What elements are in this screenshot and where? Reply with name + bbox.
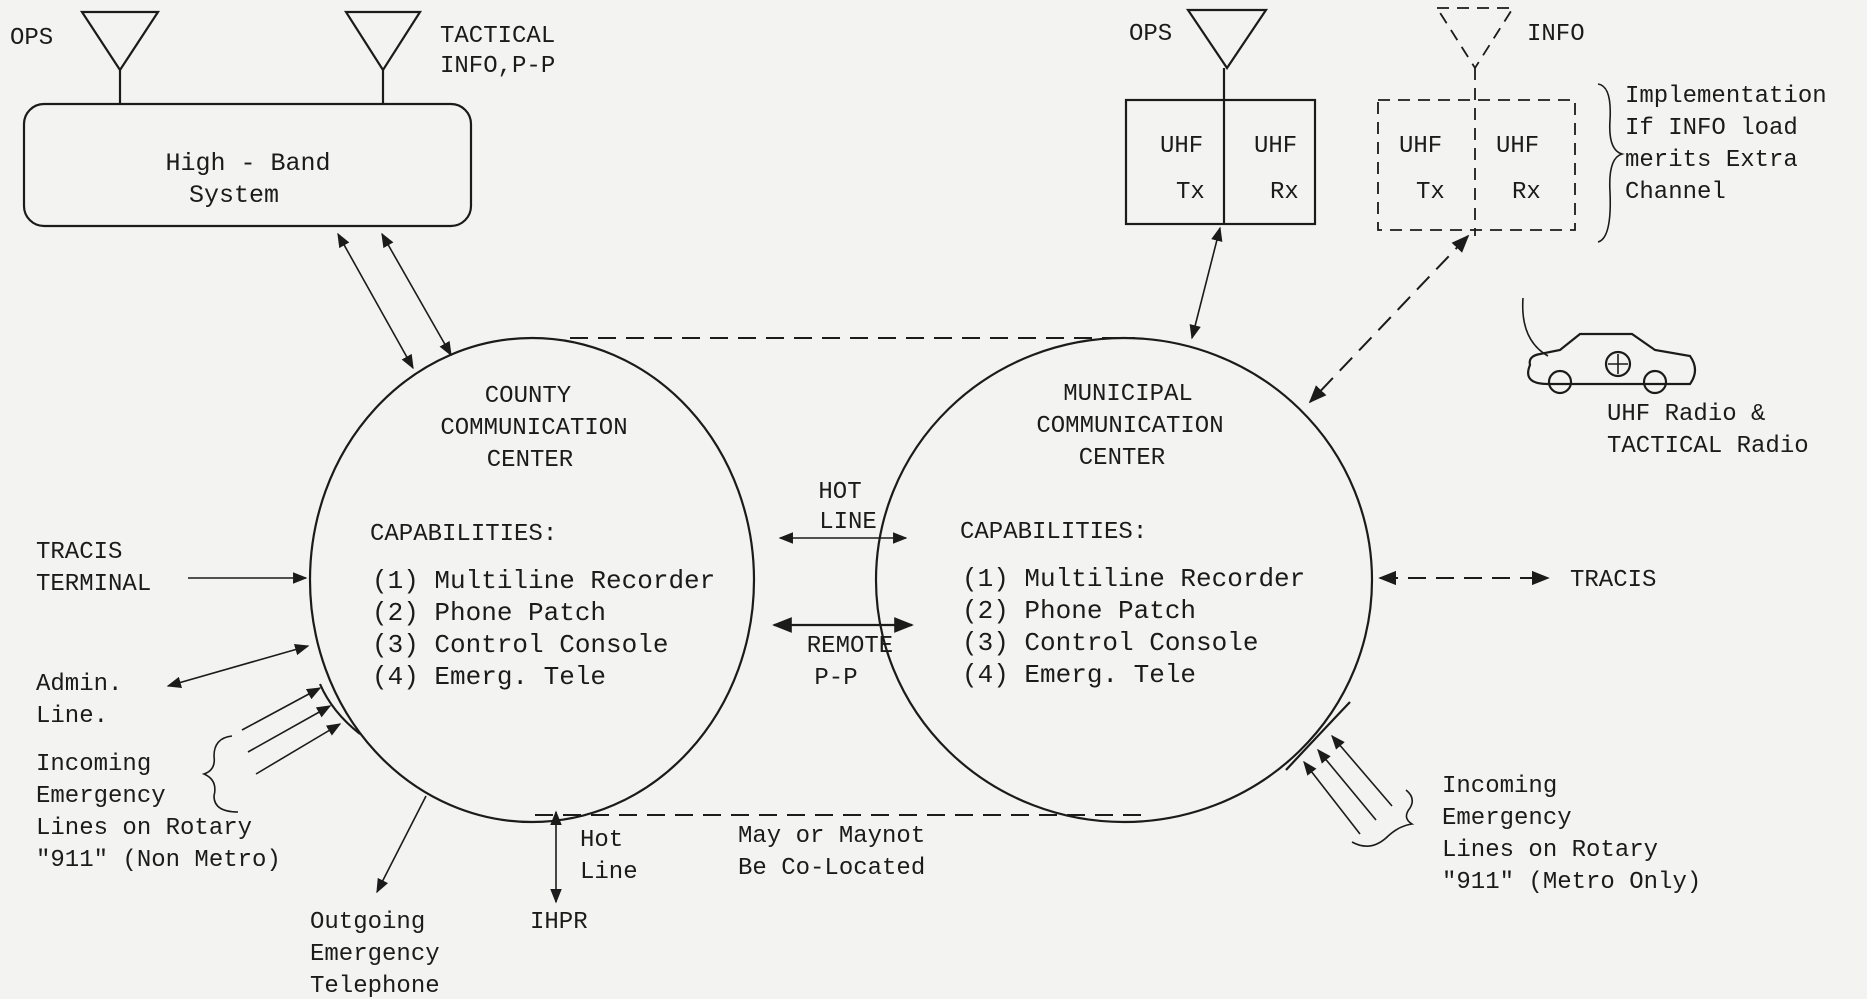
vehicle-icon — [1523, 298, 1695, 393]
county-incoming-line-2 — [248, 706, 330, 752]
remote-label-1: REMOTE — [807, 633, 893, 660]
uhf-optional-tx-line-1: UHF — [1399, 133, 1442, 160]
ops-antenna-left-label: OPS — [10, 25, 53, 52]
bottom-hot-line-label-2: Line — [580, 859, 638, 886]
optional-note-line-2: If INFO load — [1625, 115, 1798, 142]
tracis-terminal-label-2: TERMINAL — [36, 571, 151, 598]
uhf-main-tx-line-1: UHF — [1160, 133, 1203, 160]
outgoing-label-2: Emergency — [310, 941, 440, 968]
municipal-capability-2: (2) Phone Patch — [962, 596, 1196, 626]
county-capability-4: (4) Emerg. Tele — [372, 662, 606, 692]
info-antenna-label: INFO — [1527, 21, 1585, 48]
municipal-title-line-2: COMMUNICATION — [1036, 413, 1223, 440]
county-incoming-brace — [204, 736, 238, 812]
uhf-optional-link-arrow — [1310, 236, 1468, 402]
remote-label-2: P-P — [814, 665, 857, 692]
county-capability-3: (3) Control Console — [372, 630, 668, 660]
uhf-optional-rx-line-2: Rx — [1512, 179, 1541, 206]
municipal-incoming-line-1 — [1304, 762, 1360, 834]
vehicle-caption-2: TACTICAL Radio — [1607, 433, 1809, 460]
optional-note-line-3: merits Extra — [1625, 147, 1798, 174]
outgoing-label-1: Outgoing — [310, 909, 425, 936]
uhf-optional-tx-line-2: Tx — [1416, 179, 1445, 206]
tracis-right-label: TRACIS — [1570, 567, 1656, 594]
county-title-line-3: CENTER — [487, 447, 573, 474]
hot-line-label-2: LINE — [819, 509, 877, 536]
vehicle-caption-1: UHF Radio & — [1607, 401, 1765, 428]
tactical-antenna-label-1: TACTICAL — [440, 23, 555, 50]
municipal-incoming-line-3 — [1332, 736, 1392, 806]
uhf-main-link-arrow — [1192, 228, 1220, 338]
optional-note-line-1: Implementation — [1625, 83, 1827, 110]
uhf-optional-rx-line-1: UHF — [1496, 133, 1539, 160]
co-located-label-1: May or Maynot — [738, 823, 925, 850]
optional-note-brace — [1598, 84, 1622, 242]
tactical-antenna — [346, 12, 420, 105]
county-incoming-label-3: Lines on Rotary — [36, 815, 252, 842]
bottom-hot-line-label-1: Hot — [580, 827, 623, 854]
uhf-optional-box — [1378, 100, 1575, 230]
county-capabilities-heading: CAPABILITIES: — [370, 521, 557, 548]
co-located-label-2: Be Co-Located — [738, 855, 925, 882]
municipal-incoming-label-3: Lines on Rotary — [1442, 837, 1658, 864]
ops-antenna-left — [82, 12, 158, 105]
high-band-link-arrow-2 — [382, 234, 451, 355]
tactical-antenna-label-2: INFO,P-P — [440, 53, 555, 80]
county-title-line-2: COMMUNICATION — [440, 415, 627, 442]
county-capability-1: (1) Multiline Recorder — [372, 566, 715, 596]
admin-line-label-1: Admin. — [36, 671, 122, 698]
municipal-incoming-line-2 — [1318, 750, 1376, 820]
municipal-incoming-label-4: "911" (Metro Only) — [1442, 869, 1701, 896]
municipal-incoming-label-2: Emergency — [1442, 805, 1572, 832]
county-incoming-label-1: Incoming — [36, 751, 151, 778]
high-band-box-line-1: High - Band — [165, 149, 330, 178]
high-band-link-arrow-1 — [338, 234, 413, 368]
outgoing-label-3: Telephone — [310, 973, 440, 999]
uhf-main-tx-line-2: Tx — [1176, 179, 1205, 206]
municipal-capability-3: (3) Control Console — [962, 628, 1258, 658]
municipal-title-line-1: MUNICIPAL — [1063, 381, 1193, 408]
municipal-incoming-label-1: Incoming — [1442, 773, 1557, 800]
outgoing-emergency-arrow — [377, 796, 426, 892]
municipal-incoming-arc — [1286, 702, 1350, 770]
county-incoming-line-3 — [256, 724, 340, 774]
county-incoming-label-4: "911" (Non Metro) — [36, 847, 281, 874]
municipal-capability-1: (1) Multiline Recorder — [962, 564, 1305, 594]
ops-antenna-right — [1188, 10, 1266, 68]
admin-line-arrow — [168, 646, 308, 686]
municipal-incoming-brace — [1352, 790, 1412, 846]
county-title-line-1: COUNTY — [485, 383, 571, 410]
county-incoming-label-2: Emergency — [36, 783, 166, 810]
municipal-capabilities-heading: CAPABILITIES: — [960, 519, 1147, 546]
municipal-capability-4: (4) Emerg. Tele — [962, 660, 1196, 690]
municipal-title-line-3: CENTER — [1079, 445, 1165, 472]
tracis-terminal-label-1: TRACIS — [36, 539, 122, 566]
optional-note-line-4: Channel — [1625, 179, 1726, 206]
uhf-main-rx-line-1: UHF — [1254, 133, 1297, 160]
county-capability-2: (2) Phone Patch — [372, 598, 606, 628]
uhf-main-rx-line-2: Rx — [1270, 179, 1299, 206]
county-incoming-line-1 — [242, 688, 320, 730]
admin-line-label-2: Line. — [36, 703, 108, 730]
info-antenna-dashed — [1437, 8, 1513, 236]
ihpr-label: IHPR — [530, 909, 588, 936]
ops-antenna-right-label: OPS — [1129, 21, 1172, 48]
high-band-box-line-2: System — [189, 181, 279, 210]
hot-line-label-1: HOT — [818, 479, 861, 506]
